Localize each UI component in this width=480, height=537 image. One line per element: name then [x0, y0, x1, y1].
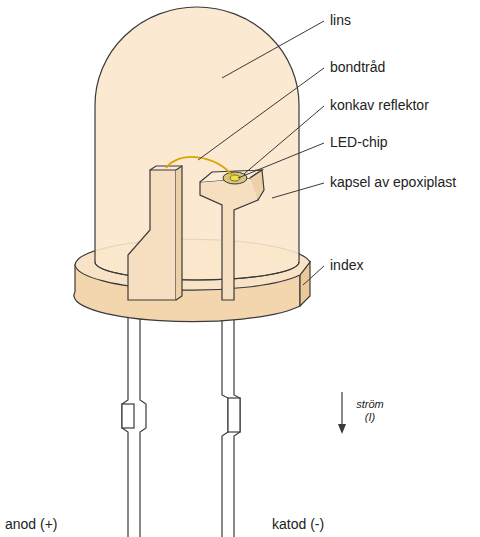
part-label: LED-chip: [330, 134, 388, 150]
part-label: lins: [330, 12, 351, 28]
part-label: anod (+): [5, 516, 58, 532]
current-label: ström (I): [350, 398, 390, 423]
part-label: index: [330, 257, 363, 273]
part-label: katod (-): [272, 516, 324, 532]
part-label: konkav reflektor: [330, 97, 429, 113]
part-label: bondtråd: [330, 59, 385, 75]
part-label: kapsel av epoxiplast: [330, 174, 456, 190]
